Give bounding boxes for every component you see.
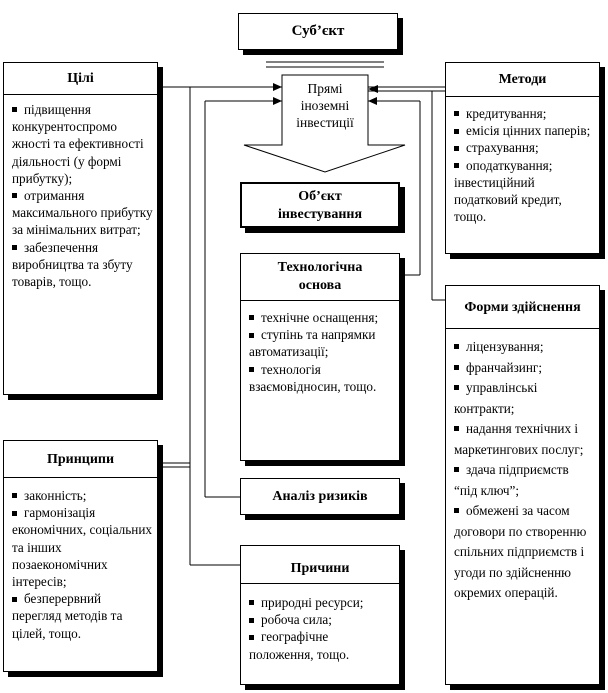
principles-item: гармонізація економічних, соціальних та … xyxy=(12,505,152,590)
forms-item: франчайзинг; xyxy=(454,358,595,379)
investment-line-3: інвестиції xyxy=(296,115,354,130)
goals-box: Цілі підвищення конкурентоспромо жності … xyxy=(3,62,158,395)
goals-list: підвищення конкурентоспромо жності та еф… xyxy=(12,101,153,290)
risk-box: Аналіз ризиків xyxy=(240,478,400,515)
tech-base-title-1: Технологічна xyxy=(277,260,363,275)
goals-title: Цілі xyxy=(4,63,157,95)
causes-list: природні ресурси; робоча сила; географіч… xyxy=(249,594,395,663)
object-label: Об’єкт інвестування xyxy=(242,188,398,224)
causes-item: географічне положення, тощо. xyxy=(249,629,350,662)
tech-base-title: Технологічна основа xyxy=(241,254,399,301)
goals-item: забезпечення виробництва та збуту товарі… xyxy=(12,239,133,290)
tech-base-item: технологія взаємовідносин, тощо. xyxy=(249,361,377,394)
risk-label: Аналіз ризиків xyxy=(272,489,368,504)
principles-list: законність; гармонізація економічних, со… xyxy=(12,487,153,642)
tech-base-list: технічне оснащення; ступінь та напрямки … xyxy=(249,309,395,395)
causes-box: Причини природні ресурси; робоча сила; г… xyxy=(240,545,400,685)
subject-box: Суб’єкт xyxy=(238,13,398,50)
forms-item: надання технічних і маркетингових послуг… xyxy=(454,421,584,457)
object-line-2: інвестування xyxy=(277,207,363,222)
forms-item: ліцензування; xyxy=(454,337,595,358)
principles-item: безперервний перегляд методів та цілей, … xyxy=(12,591,123,641)
goals-item: отримання максимального прибутку за міні… xyxy=(12,188,153,238)
forms-title: Форми здійснення xyxy=(446,286,599,329)
principles-title: Принципи xyxy=(4,441,157,478)
methods-item: кредитування; xyxy=(454,105,595,122)
principles-item: законність; xyxy=(12,487,153,504)
methods-title: Методи xyxy=(446,63,599,97)
methods-list: кредитування; емісія цінних паперів; стр… xyxy=(454,105,595,225)
tech-base-title-2: основа xyxy=(298,278,342,293)
methods-item: страхування; xyxy=(454,139,595,156)
methods-box: Методи кредитування; емісія цінних папер… xyxy=(445,62,600,254)
investment-line-2: іноземні xyxy=(300,98,350,113)
methods-item: оподаткування; інвестиційний податковий … xyxy=(454,157,562,225)
causes-title: Причини xyxy=(241,546,399,584)
causes-item: природні ресурси; xyxy=(249,594,395,611)
causes-item: робоча сила; xyxy=(249,611,395,628)
subject-label: Суб’єкт xyxy=(291,23,345,39)
forms-item: управлінські контракти; xyxy=(454,380,538,416)
forms-list: ліцензування; франчайзинг; управлінські … xyxy=(454,337,595,604)
investment-text: Прямі іноземні інвестиції xyxy=(280,80,370,131)
tech-base-box: Технологічна основа технічне оснащення; … xyxy=(240,253,400,461)
tech-base-item: технічне оснащення; xyxy=(249,309,395,326)
goals-item: підвищення конкурентоспромо жності та еф… xyxy=(12,102,144,186)
object-line-1: Об’єкт xyxy=(298,189,342,204)
methods-item: емісія цінних паперів; xyxy=(454,122,595,139)
forms-item: обмежені за часом договори по створенню … xyxy=(454,503,587,600)
object-box: Об’єкт інвестування xyxy=(240,182,400,228)
forms-box: Форми здійснення ліцензування; франчайзи… xyxy=(445,285,600,685)
tech-base-item: ступінь та напрямки автоматизації; xyxy=(249,327,376,360)
principles-box: Принципи законність; гармонізація економ… xyxy=(3,440,158,672)
investment-line-1: Прямі xyxy=(307,81,343,96)
forms-item: здача підприємств “під ключ”; xyxy=(454,462,569,498)
